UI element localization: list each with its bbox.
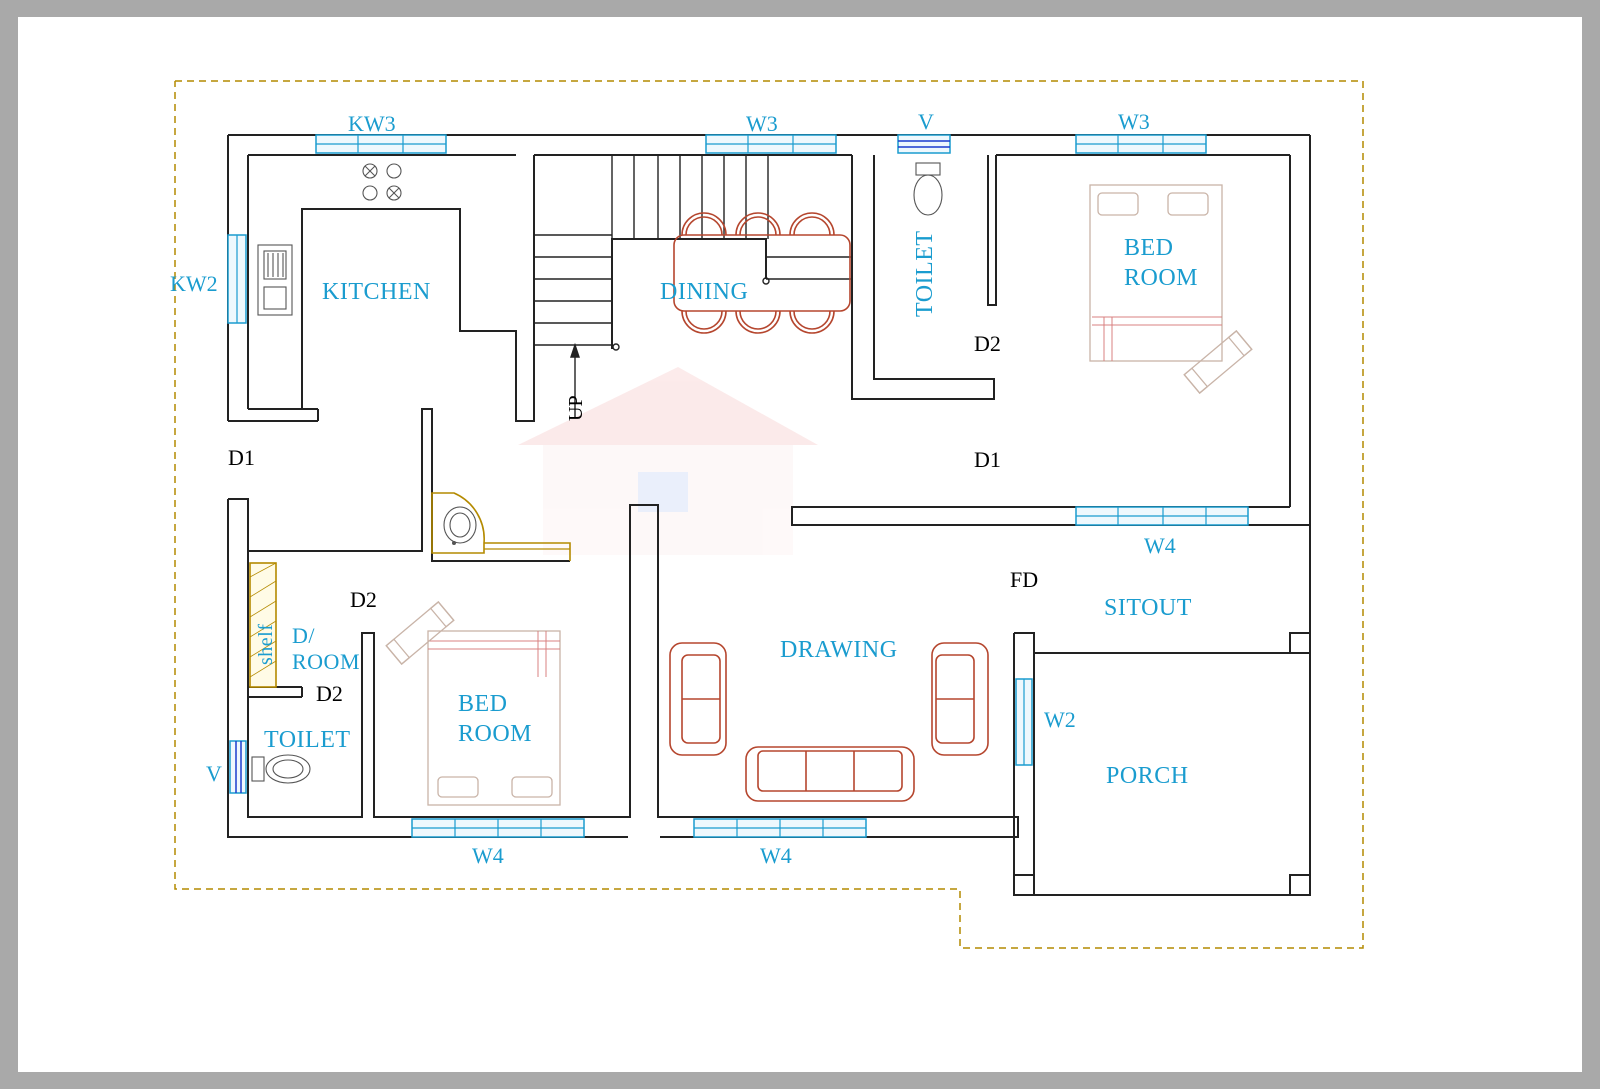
staircase bbox=[534, 155, 852, 417]
room-label-bedroom-lower-line2: ROOM bbox=[458, 721, 532, 747]
window-label-w4-drawing: W4 bbox=[760, 843, 792, 868]
window-label-w4-bedroom-lower: W4 bbox=[472, 843, 504, 868]
room-label-toilet-upper: TOILET bbox=[912, 230, 938, 317]
floor-plan: KITCHEN DINING TOILET BED ROOM BED ROOM … bbox=[170, 80, 1364, 949]
window-w3-bedroom bbox=[1075, 134, 1207, 154]
door-label-d2-toilet-upper: D2 bbox=[974, 331, 1001, 356]
plot-boundary bbox=[174, 80, 1364, 949]
kitchen-sink-icon bbox=[257, 244, 293, 316]
dining-table bbox=[673, 212, 851, 334]
wash-basin-icon bbox=[431, 492, 571, 561]
toilet-wc-icon bbox=[913, 162, 943, 216]
window-label-w3-bedroom: W3 bbox=[1118, 109, 1150, 134]
room-label-kitchen: KITCHEN bbox=[322, 279, 431, 305]
bed-upper bbox=[1089, 184, 1253, 394]
window-w4-bedroom-lower bbox=[411, 818, 585, 838]
sofa-left bbox=[669, 642, 727, 756]
window-w2 bbox=[1015, 678, 1033, 766]
watermark-logo bbox=[518, 367, 818, 555]
stove-icon bbox=[362, 163, 402, 201]
room-label-drawing: DRAWING bbox=[780, 637, 898, 663]
sofa-center bbox=[745, 746, 915, 802]
room-label-dining: DINING bbox=[660, 279, 748, 305]
window-w4-bedroom-upper bbox=[1075, 506, 1249, 526]
bed-lower bbox=[385, 601, 561, 806]
room-label-sitout: SITOUT bbox=[1104, 595, 1192, 621]
room-label-bedroom-lower-line1: BED bbox=[458, 691, 508, 717]
window-kw3 bbox=[315, 134, 447, 154]
room-label-dress-room-line1: D/ bbox=[292, 623, 315, 648]
window-label-w4-bedroom-upper: W4 bbox=[1144, 533, 1176, 558]
window-w3-dining bbox=[705, 134, 837, 154]
window-label-v-upper: V bbox=[918, 109, 934, 134]
window-v-upper bbox=[897, 134, 951, 154]
door-label-d1-right: D1 bbox=[974, 447, 1001, 472]
window-label-kw3: KW3 bbox=[348, 111, 396, 136]
shelf-label: shelf bbox=[255, 624, 277, 665]
shelf bbox=[249, 562, 277, 688]
sofa-right bbox=[931, 642, 989, 756]
stair-up-label: UP bbox=[565, 395, 587, 421]
window-label-v-lower: V bbox=[206, 761, 222, 786]
room-label-dress-room-line2: ROOM bbox=[292, 649, 360, 674]
drawing-sheet: KITCHEN DINING TOILET BED ROOM BED ROOM … bbox=[18, 17, 1582, 1072]
door-label-d2-bedroom-lower: D2 bbox=[350, 587, 377, 612]
window-label-w2: W2 bbox=[1044, 707, 1076, 732]
toilet-wc-lower-icon bbox=[251, 754, 311, 784]
window-label-w3-dining: W3 bbox=[746, 111, 778, 136]
door-label-fd: FD bbox=[1010, 567, 1038, 592]
window-w4-drawing bbox=[693, 818, 867, 838]
door-label-d2-toilet-lower: D2 bbox=[316, 681, 343, 706]
room-label-bedroom-upper-line2: ROOM bbox=[1124, 265, 1198, 291]
window-kw2 bbox=[227, 234, 247, 324]
room-label-toilet-lower: TOILET bbox=[264, 727, 351, 753]
room-label-bedroom-upper-line1: BED bbox=[1124, 235, 1174, 261]
door-label-d1-left: D1 bbox=[228, 445, 255, 470]
window-v-lower bbox=[229, 740, 247, 794]
window-label-kw2: KW2 bbox=[170, 271, 218, 296]
room-label-porch: PORCH bbox=[1106, 763, 1189, 789]
